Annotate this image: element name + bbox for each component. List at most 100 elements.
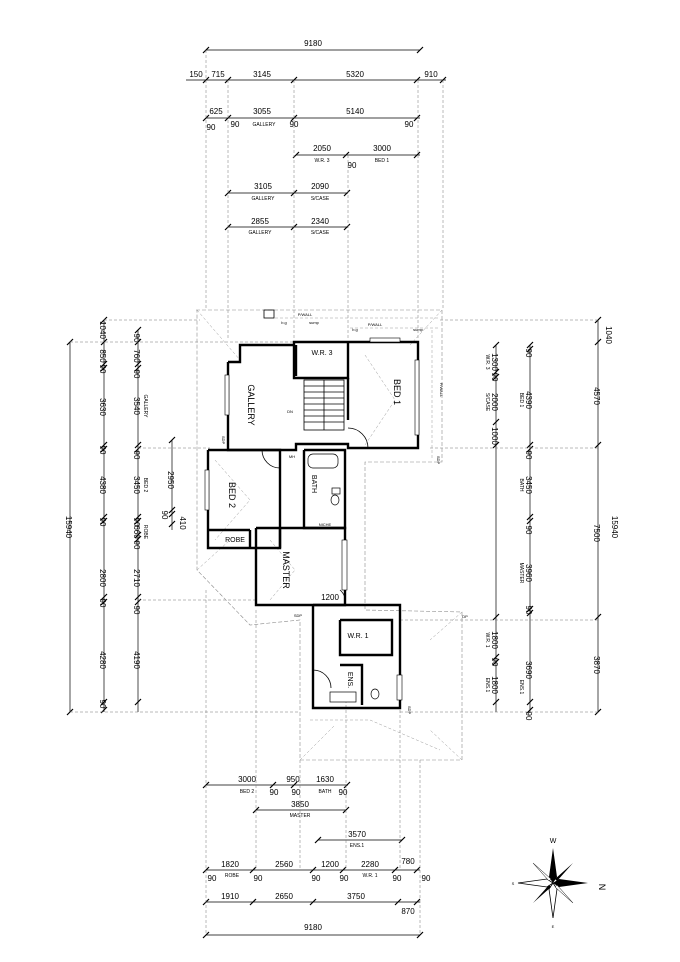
compass-e: N: [597, 884, 607, 891]
dim-left-e0: 2950: [166, 471, 175, 489]
room-labels: GALLERY BED 1 BED 2 W.R. 3 BATH ROBE MAS…: [225, 350, 402, 688]
dim-top-r3-1: 3000: [373, 144, 391, 153]
dim-bot-r1-lbl1: BATH: [319, 789, 332, 795]
note-1200: 1200: [321, 593, 339, 602]
dim-right-i2: 2000: [490, 393, 499, 411]
dim-top-r4-lbl0: GALLERY: [252, 196, 276, 202]
dim-right-m1: 4390: [524, 391, 533, 409]
note-pwall-1: P/WALL: [298, 312, 313, 317]
bottom-dimensions: 3000 950 1630 90 90 90 BED 2 BATH 3850 M…: [202, 590, 431, 939]
dim-left-i9: 2710: [132, 569, 141, 587]
dim-top-r2-w1: 90: [231, 120, 240, 129]
compass-w: S: [512, 881, 515, 886]
note-pwall-2: P/WALL: [368, 322, 383, 327]
dim-bot-r1-w2: 90: [339, 788, 348, 797]
dim-bot-r5-2: 3750: [347, 892, 365, 901]
dim-top-r3-wall: 90: [348, 161, 357, 170]
dim-right-overall: 15940: [610, 516, 619, 539]
dim-bot-r5-0: 1910: [221, 892, 239, 901]
note-sdp-1: SDP: [221, 436, 226, 445]
room-robe: ROBE: [225, 537, 245, 544]
dim-bot-r3-lbl: ENS.1: [350, 843, 365, 849]
note-dp: DP: [462, 614, 468, 619]
room-wr3: W.R. 3: [311, 350, 332, 357]
dim-top-r4-lbl1: S/CASE: [311, 196, 330, 202]
dim-right-i0: 1300: [490, 353, 499, 371]
dim-left-lbl1: BED 2: [142, 478, 148, 493]
dim-bot-r4-3: 2280: [361, 860, 379, 869]
dim-right-il0: W.R. 3: [484, 354, 490, 369]
room-bath: BATH: [310, 475, 317, 493]
dim-top-r5-1: 2340: [311, 217, 329, 226]
dim-left-e2: 410: [178, 516, 187, 530]
dim-bot-r4-w4: 90: [393, 874, 402, 883]
dim-top-r1-3: 5320: [346, 70, 364, 79]
dim-top-r5-0: 2855: [251, 217, 269, 226]
dim-right-m8: 90: [524, 712, 533, 721]
dim-left-o10: 90: [98, 700, 107, 709]
dim-left-i0: 90: [132, 334, 141, 343]
dim-left-i8: 90: [132, 541, 141, 550]
dim-left-o9: 4280: [98, 651, 107, 669]
dim-bot-r4-w1: 90: [254, 874, 263, 883]
staircase: [303, 379, 345, 431]
dim-top-r1-1: 715: [211, 70, 225, 79]
floor-plan: [204, 317, 440, 710]
dim-top-r2-w2: 90: [290, 120, 299, 129]
dim-top-r2-0: 625: [209, 107, 223, 116]
dim-right-o0: 1040: [604, 326, 613, 344]
dim-right-ml1: BATH: [518, 479, 524, 492]
compass-arrow-east: [553, 879, 588, 887]
compass-s: E: [552, 924, 555, 929]
dim-bot-r4-w2: 90: [312, 874, 321, 883]
dim-left-i11: 4190: [132, 651, 141, 669]
dim-right-m2: 90: [524, 451, 533, 460]
dim-top-r2-lbl: GALLERY: [253, 122, 277, 128]
note-bg-1: b.g: [281, 320, 287, 325]
dim-bot-r4-lbl1: W.R. 1: [362, 873, 377, 879]
dim-top-r4-1: 2090: [311, 182, 329, 191]
dim-left-overall: 15940: [64, 516, 73, 539]
dim-right-il2: W.R. 1: [484, 632, 490, 647]
dim-bot-r1-2: 1630: [316, 775, 334, 784]
dim-right-m6: 90: [524, 606, 533, 615]
dim-left-o6: 90: [98, 518, 107, 527]
dim-bot-r4-4: 780: [401, 857, 415, 866]
dim-left-o5: 4380: [98, 476, 107, 494]
dim-left-i4: 90: [132, 451, 141, 460]
dim-top-r1-4: 910: [424, 70, 438, 79]
dim-bot-overall: 9180: [304, 923, 322, 932]
note-sdp-2: SDP: [294, 613, 303, 618]
dim-bot-r4-1: 2560: [275, 860, 293, 869]
dim-left-o3: 3630: [98, 398, 107, 416]
dim-right-i4: 1800: [490, 631, 499, 649]
dim-left-o0: 1040: [98, 321, 107, 339]
dim-right-o1: 4570: [592, 387, 601, 405]
dim-bot-r2-0: 3850: [291, 800, 309, 809]
note-sump-2: sump: [413, 327, 424, 332]
room-gallery: GALLERY: [246, 384, 256, 425]
room-master: MASTER: [281, 551, 291, 589]
dim-right-o3: 3870: [592, 656, 601, 674]
dim-bot-r4-w3: 90: [340, 874, 349, 883]
plan-notes: P/WALL P/WALL P/WALL b.g sump sump b.g D…: [221, 312, 468, 714]
dim-right-i3: 1000: [490, 427, 499, 445]
dim-left-o8: 90: [98, 599, 107, 608]
dim-right-ml3: ENS.1: [518, 680, 524, 695]
dim-left-lbl0: GALLERY: [142, 395, 148, 419]
dim-left-e1: 90: [160, 511, 169, 520]
left-dimensions: 15940 1040 850 90 3630 90 4380 90 2800 9…: [64, 316, 300, 716]
dim-bot-r4-lbl0: ROBE: [225, 873, 240, 879]
note-dn: DN: [287, 409, 293, 414]
dim-bot-r5-1: 2650: [275, 892, 293, 901]
dim-bot-r3-0: 3570: [348, 830, 366, 839]
dim-right-m5: 3960: [524, 564, 533, 582]
dim-top-r2-w0: 90: [207, 123, 216, 132]
dim-right-m0: 90: [524, 349, 533, 358]
dim-top-r5-lbl1: S/CASE: [311, 230, 330, 236]
dim-top-r2-1: 3055: [253, 107, 271, 116]
dim-left-i3: 3540: [132, 397, 141, 415]
dim-left-o1: 850: [98, 349, 107, 363]
dim-right-m4: 90: [524, 526, 533, 535]
